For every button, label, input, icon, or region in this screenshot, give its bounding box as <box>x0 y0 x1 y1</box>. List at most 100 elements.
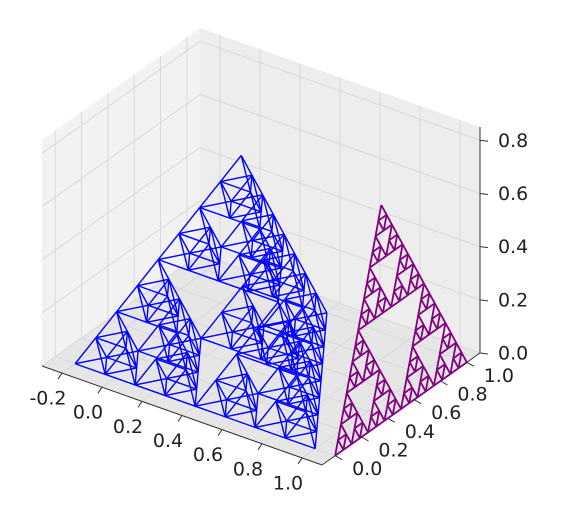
triangle-edge <box>348 402 353 419</box>
tetrahedron-edge <box>288 360 311 388</box>
triangle-edge <box>411 345 419 357</box>
tetrahedron-edge <box>116 285 138 313</box>
tetrahedron-edge <box>281 332 312 345</box>
triangle-edge <box>393 275 398 292</box>
triangle-edge <box>372 385 378 402</box>
triangle-edge <box>384 379 392 390</box>
tetrahedron-edge <box>177 298 181 316</box>
triangle-edge <box>444 322 452 334</box>
tetrahedron-edge <box>308 377 321 399</box>
tetrahedron-edge <box>188 335 199 373</box>
tetrahedron-edge <box>284 299 295 337</box>
triangle-edge <box>441 364 446 380</box>
triangle-edge <box>343 402 353 410</box>
x-tick-label: 0.8 <box>233 458 263 480</box>
triangle-edge <box>337 424 342 441</box>
tetrahedron-edge <box>166 377 197 390</box>
triangle-edge <box>357 329 365 341</box>
triangle-edge <box>427 375 435 387</box>
tetrahedron-edge <box>185 369 198 390</box>
tetrahedron-edge <box>247 264 270 292</box>
triangle-edge <box>365 359 375 367</box>
triangle-edge <box>377 204 383 221</box>
tetrahedron-edge <box>155 358 187 371</box>
tetrahedron-edge <box>314 309 326 331</box>
tetrahedron-edge <box>230 200 262 213</box>
triangle-edge <box>419 365 425 382</box>
triangle-edge <box>382 214 388 231</box>
triangle-edge <box>383 404 389 421</box>
tetrahedron-edge <box>304 273 317 294</box>
triangle-edge <box>375 419 386 428</box>
tetrahedron-edge <box>275 401 288 422</box>
grid-line-z-back <box>199 93 481 194</box>
triangle-edge <box>417 355 425 367</box>
x-tick-mark <box>177 415 183 422</box>
tetrahedron-edge <box>296 375 307 413</box>
tetrahedron-edge <box>220 180 251 193</box>
triangle-edge <box>414 330 422 341</box>
tetrahedron-edge <box>147 278 170 306</box>
tetrahedron-edge <box>271 231 284 252</box>
z-tick-label: 0.4 <box>498 236 528 258</box>
tetrahedron-edge <box>290 369 322 382</box>
tetrahedron-edge <box>209 226 222 248</box>
tetrahedron-edge <box>134 358 157 386</box>
triangle-edge <box>377 255 387 263</box>
tetrahedron-edge <box>317 397 321 415</box>
tetrahedron-edge <box>209 227 221 265</box>
tetrahedron-edge <box>137 284 168 297</box>
tetrahedron-edge <box>306 394 318 432</box>
tetrahedron-edge <box>260 342 264 360</box>
triangle-edge <box>403 386 413 395</box>
tetrahedron-edge <box>278 367 289 405</box>
grid-line-z-left <box>41 200 201 314</box>
tetrahedron-edge <box>314 309 325 347</box>
triangle-edge <box>384 414 394 422</box>
tetrahedron-edge <box>305 411 318 432</box>
triangle-edge <box>371 277 376 294</box>
tetrahedron-edge <box>217 280 249 293</box>
tetrahedron-edge <box>314 431 318 449</box>
triangle-edge <box>374 277 382 288</box>
triangle-edge <box>396 275 404 286</box>
triangle-edge <box>370 359 376 376</box>
triangle-edge <box>408 396 418 404</box>
tetrahedron-edge <box>278 268 282 286</box>
tetrahedron-edge <box>197 355 201 373</box>
triangle-edge <box>386 398 397 406</box>
tetrahedron-edge <box>95 337 108 358</box>
grid-line-z-left <box>41 94 201 207</box>
triangle-edge <box>414 355 419 372</box>
triangle-edge <box>394 398 402 410</box>
triangle-edge <box>359 431 369 439</box>
tetrahedron-edge <box>305 394 309 413</box>
triangle-edge <box>376 378 386 387</box>
tetrahedron-edge <box>164 369 187 396</box>
triangle-edge <box>400 393 405 410</box>
triangle-edge <box>368 251 374 268</box>
z-tick-mark <box>479 139 489 142</box>
tetrahedron-edge <box>278 367 291 388</box>
triangle-edge <box>411 339 422 348</box>
tetrahedron-edge <box>269 248 281 286</box>
tetrahedron-edge <box>261 194 273 232</box>
tetrahedron-edge <box>146 295 168 323</box>
tetrahedron-edge <box>158 298 181 326</box>
triangle-edge <box>360 349 370 357</box>
triangle-edge <box>408 387 413 404</box>
tetrahedron-edge <box>136 285 148 323</box>
tetrahedron-edge <box>199 181 222 208</box>
tetrahedron-edge <box>217 254 240 282</box>
tetrahedron-edge <box>166 296 178 334</box>
triangle-edge <box>424 375 430 392</box>
y-tick-label: 0.4 <box>405 421 435 443</box>
triangle-edge <box>366 276 376 285</box>
tetrahedron-edge <box>137 350 169 363</box>
triangle-edge <box>354 330 360 347</box>
tetrahedron-edge <box>284 299 296 320</box>
triangle-edge <box>392 408 402 416</box>
triangle-edge <box>384 296 392 308</box>
triangle-edge <box>452 342 458 359</box>
tetrahedron-edge <box>224 390 247 418</box>
